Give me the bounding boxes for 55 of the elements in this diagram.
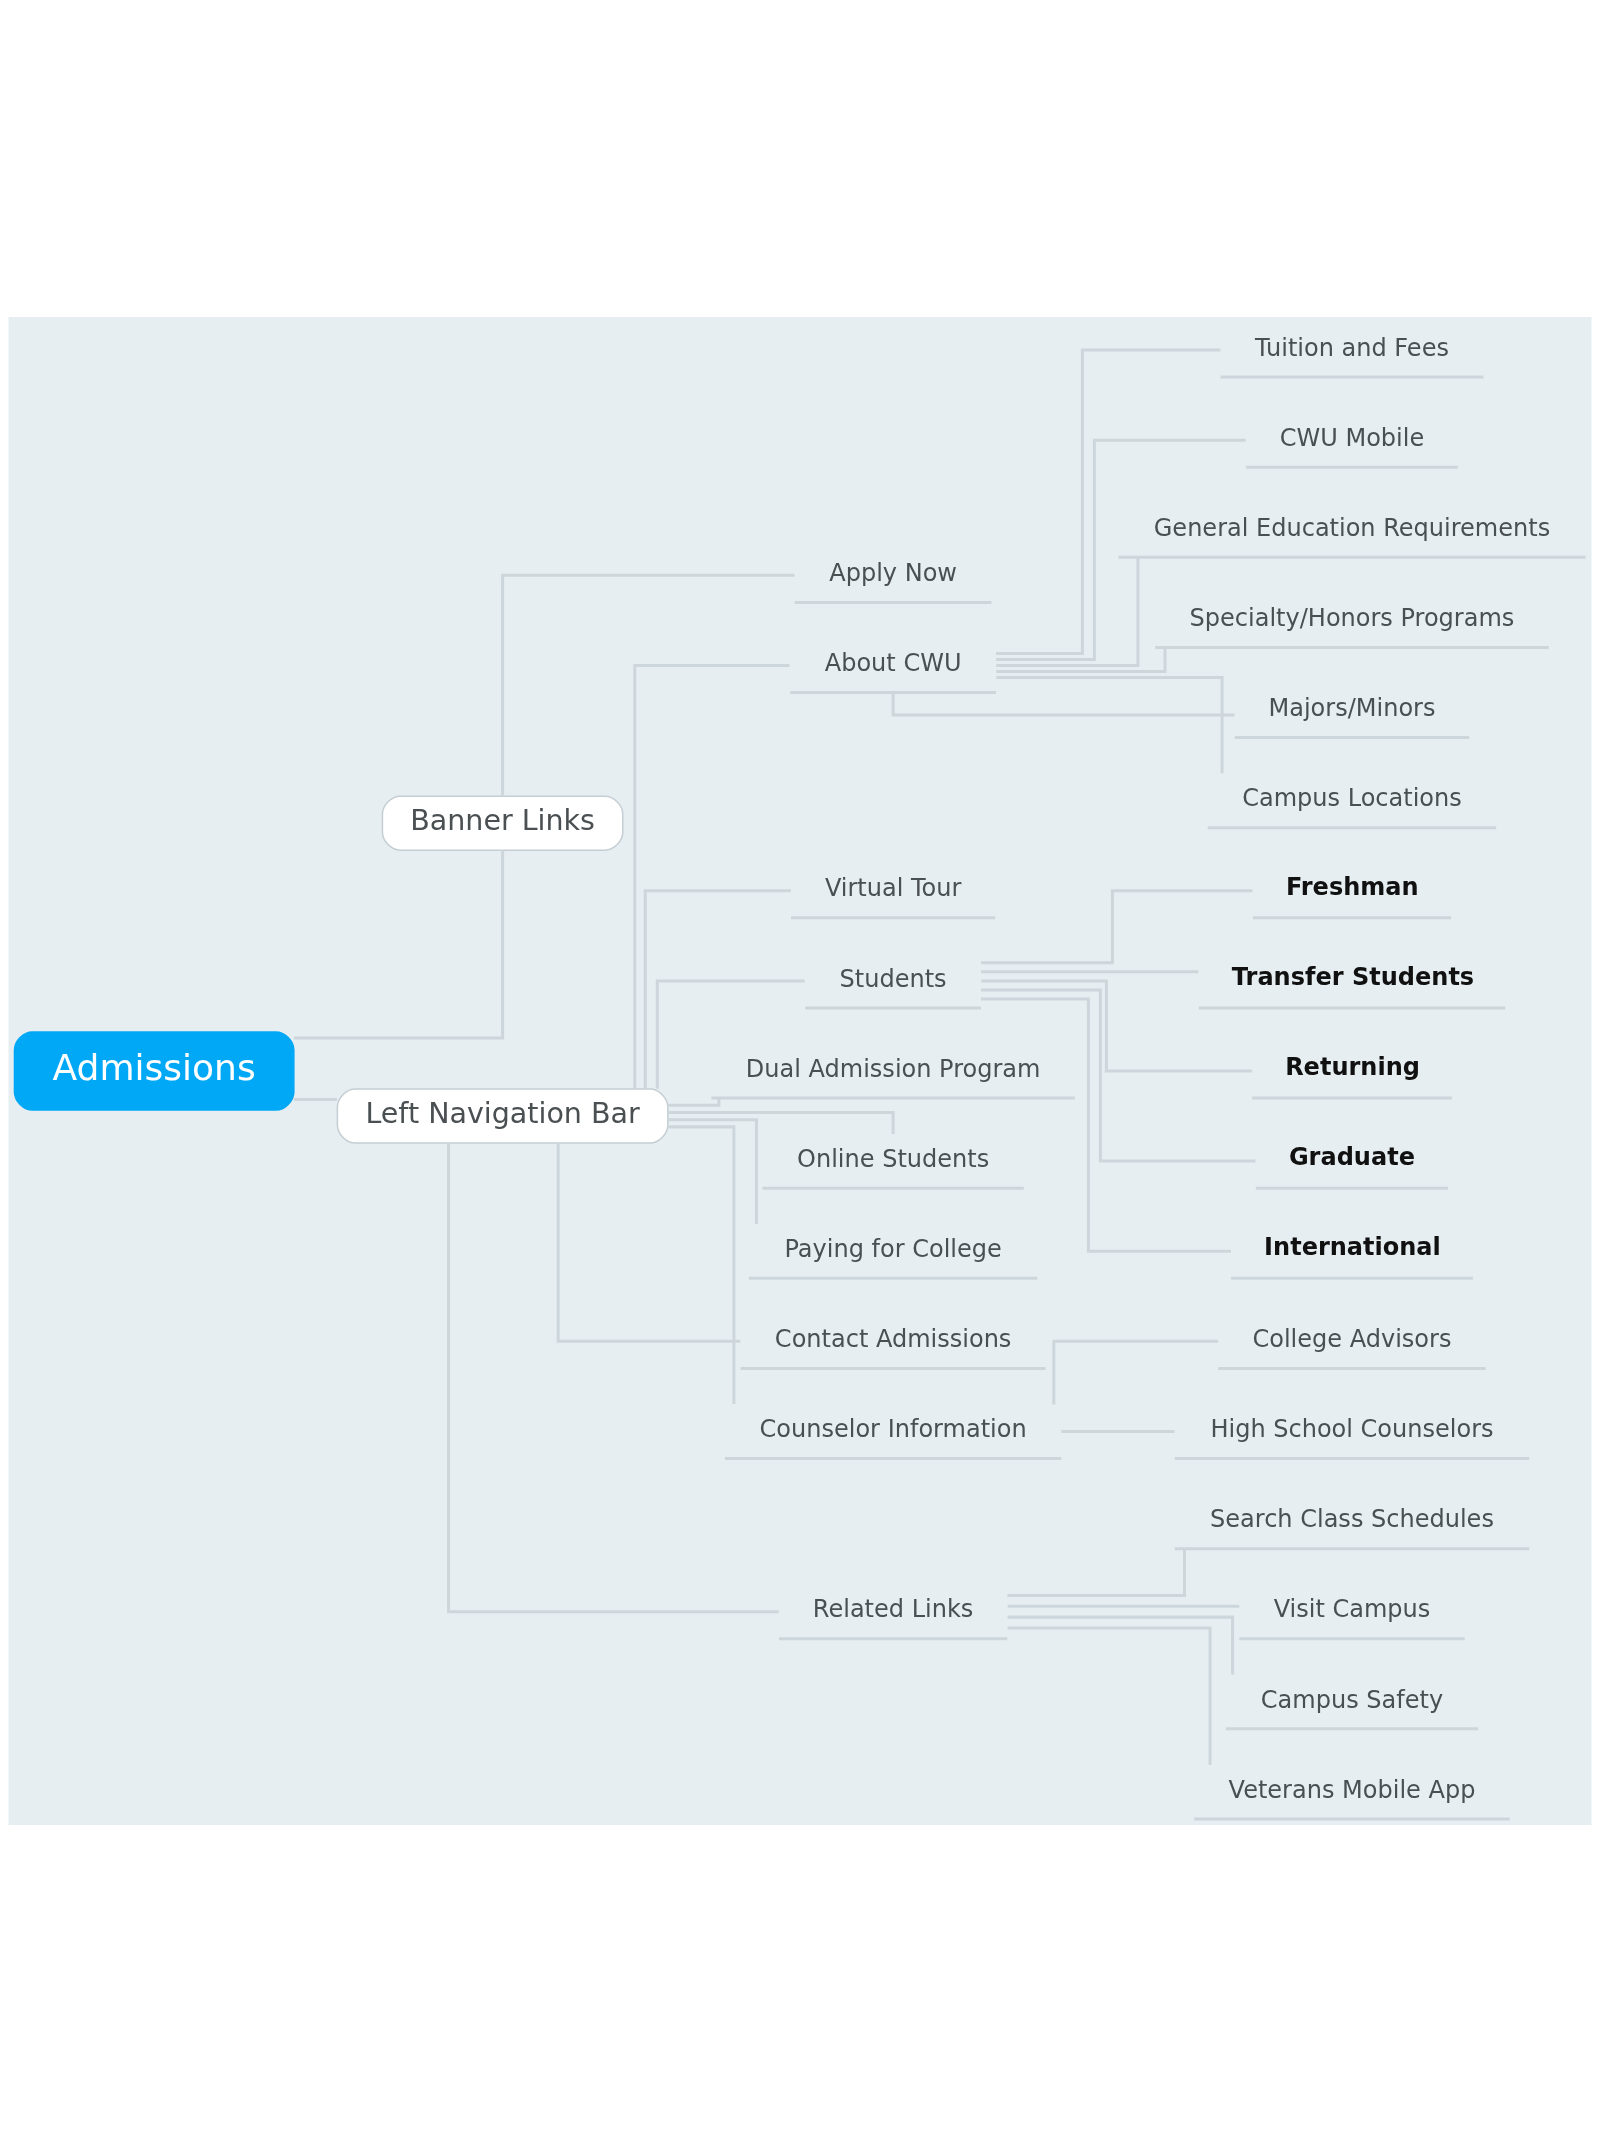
node-text: Dual Admission Program bbox=[745, 1054, 1041, 1083]
node-text: General Education Requirements bbox=[1153, 513, 1551, 542]
connector bbox=[996, 647, 1167, 673]
connector bbox=[501, 573, 795, 796]
node-box: Banner Links bbox=[381, 794, 624, 851]
connector bbox=[1007, 1615, 1235, 1675]
node-text: College Advisors bbox=[1252, 1324, 1452, 1353]
node-text: Visit Campus bbox=[1273, 1594, 1431, 1623]
connector bbox=[1007, 1625, 1212, 1765]
node-text: Online Students bbox=[797, 1144, 990, 1173]
node-text: High School Counselors bbox=[1210, 1414, 1494, 1443]
node-text: Specialty/Honors Programs bbox=[1189, 603, 1515, 632]
connector bbox=[447, 1142, 779, 1613]
node-text: Campus Locations bbox=[1242, 783, 1462, 812]
node-text: Paying for College bbox=[784, 1234, 1002, 1263]
node-text: Counselor Information bbox=[759, 1414, 1027, 1443]
connector bbox=[981, 996, 1231, 1253]
connector bbox=[668, 1124, 736, 1404]
connector bbox=[293, 849, 505, 1039]
connector bbox=[633, 663, 790, 1089]
node-text: Tuition and Fees bbox=[1255, 333, 1449, 362]
node-box: Left Navigation Bar bbox=[336, 1087, 669, 1144]
connector bbox=[996, 557, 1140, 667]
connector bbox=[981, 978, 1253, 1072]
node-text: Returning bbox=[1285, 1052, 1420, 1081]
connector bbox=[668, 1098, 721, 1107]
connector bbox=[891, 692, 1235, 717]
node-text: Veterans Mobile App bbox=[1228, 1775, 1476, 1804]
node-text: Apply Now bbox=[829, 558, 957, 587]
connector bbox=[556, 1142, 741, 1343]
node-text: CWU Mobile bbox=[1279, 423, 1425, 452]
node-text: Virtual Tour bbox=[824, 873, 962, 902]
connector bbox=[1052, 1339, 1219, 1404]
node-text: Transfer Students bbox=[1231, 962, 1475, 991]
connector bbox=[668, 1117, 758, 1224]
connector bbox=[996, 438, 1246, 661]
node-text: Freshman bbox=[1285, 872, 1419, 901]
node-text: About CWU bbox=[824, 648, 962, 677]
connector bbox=[643, 888, 791, 1089]
connector bbox=[996, 675, 1224, 773]
connector bbox=[1007, 1548, 1186, 1597]
node-text: Contact Admissions bbox=[774, 1324, 1012, 1353]
node-text: Students bbox=[839, 964, 947, 993]
connector bbox=[981, 987, 1256, 1163]
node-text: Majors/Minors bbox=[1268, 693, 1436, 722]
node-text: Search Class Schedules bbox=[1210, 1504, 1494, 1533]
node-text: Related Links bbox=[812, 1594, 974, 1623]
connector bbox=[996, 348, 1221, 655]
connector bbox=[981, 888, 1253, 964]
node-box: Admissions bbox=[13, 1030, 295, 1111]
connector bbox=[668, 1110, 895, 1134]
node-text: Campus Safety bbox=[1260, 1685, 1444, 1714]
node-text: Graduate bbox=[1288, 1142, 1415, 1171]
node-text: International bbox=[1264, 1232, 1441, 1261]
connector bbox=[655, 978, 805, 1089]
